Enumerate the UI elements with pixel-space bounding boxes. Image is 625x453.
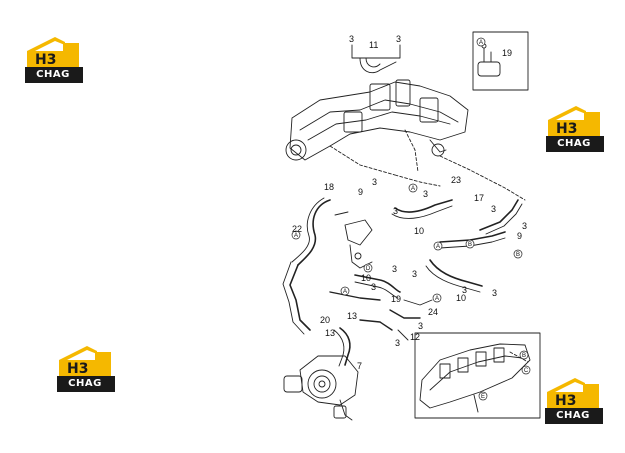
logo-mark-icon: H3 bbox=[25, 37, 83, 83]
callout-letter: A bbox=[436, 244, 440, 250]
part-label: 20 bbox=[320, 315, 330, 325]
callout-b-icon bbox=[519, 350, 529, 360]
bracket-part bbox=[344, 219, 373, 246]
brand-logo: H3 CHAG bbox=[25, 33, 85, 87]
callout-letter: A bbox=[343, 289, 347, 295]
logo-mark-text: H3 bbox=[556, 121, 577, 137]
logo-mark-icon: H3 bbox=[57, 346, 115, 392]
logo-brand-text: CHAG bbox=[557, 138, 591, 149]
part-label: 3 bbox=[418, 321, 423, 331]
logo-mark-icon: H3 bbox=[545, 378, 603, 424]
part-label: 3 bbox=[392, 264, 397, 274]
brand-logo: H3 CHAG bbox=[546, 102, 606, 156]
brand-logo: H3 CHAG bbox=[545, 374, 605, 428]
callout-e-icon bbox=[478, 391, 488, 401]
logo-brand-text: CHAG bbox=[556, 410, 590, 421]
part-label: 11 bbox=[369, 40, 378, 50]
logo-mark-text: H3 bbox=[555, 393, 576, 409]
callout-letter: B bbox=[468, 242, 472, 248]
logo-mark-text: H3 bbox=[35, 52, 56, 68]
part-label: 24 bbox=[428, 307, 438, 317]
part-label: 3 bbox=[423, 189, 428, 199]
callout-letter: D bbox=[366, 266, 371, 272]
callout-a-icon bbox=[432, 293, 442, 303]
part-label: 17 bbox=[474, 193, 484, 203]
callout-letter: C bbox=[524, 368, 529, 374]
part-label: 10 bbox=[414, 226, 424, 236]
part-label: 19 bbox=[502, 48, 512, 58]
callout-c-icon bbox=[521, 365, 531, 375]
callout-b-icon bbox=[465, 239, 475, 249]
part-label: 3 bbox=[396, 34, 401, 44]
brand-logo: H3 CHAG bbox=[57, 342, 117, 396]
inset-box-manifold bbox=[414, 332, 541, 419]
callout-a-icon bbox=[340, 286, 350, 296]
part-labels: 3 11 3 19 18 9 3 23 3 17 3 3 9 10 3 22 1… bbox=[292, 34, 527, 371]
part-label: 3 bbox=[491, 204, 496, 214]
part-label: 10 bbox=[361, 273, 371, 283]
part-label: 3 bbox=[492, 288, 497, 298]
water-pump bbox=[299, 355, 359, 406]
logo-mark-icon: H3 bbox=[546, 106, 604, 152]
part-label: 12 bbox=[410, 332, 420, 342]
part-label: 19 bbox=[391, 294, 401, 304]
callout-a-icon bbox=[408, 183, 418, 193]
part-label: 3 bbox=[393, 206, 398, 216]
part-label: 13 bbox=[347, 311, 357, 321]
logo-mark-text: H3 bbox=[67, 361, 88, 377]
callout-letter: B bbox=[516, 252, 520, 258]
callout-letter: A bbox=[479, 40, 483, 46]
part-label: 13 bbox=[325, 328, 335, 338]
logo-brand-text: CHAG bbox=[68, 378, 102, 389]
part-label: 3 bbox=[372, 177, 377, 187]
part-label: 10 bbox=[456, 293, 466, 303]
callout-letter: E bbox=[481, 394, 485, 400]
part-label: 22 bbox=[292, 224, 302, 234]
part-label: 3 bbox=[349, 34, 354, 44]
callout-letter: A bbox=[411, 186, 415, 192]
inset-box-clamp bbox=[472, 31, 529, 91]
part-label: 3 bbox=[395, 338, 400, 348]
part-label: 23 bbox=[451, 175, 461, 185]
part-label: 3 bbox=[462, 285, 467, 295]
part-label: 3 bbox=[412, 269, 417, 279]
callout-b-icon bbox=[513, 249, 523, 259]
callout-letter: A bbox=[294, 233, 298, 239]
part-label: 3 bbox=[522, 221, 527, 231]
callout-letter: A bbox=[435, 296, 439, 302]
part-label: 3 bbox=[371, 282, 376, 292]
callout-a-icon bbox=[433, 241, 443, 251]
part-label: 18 bbox=[324, 182, 334, 192]
callout-a-icon bbox=[291, 230, 301, 240]
callout-d-icon bbox=[363, 263, 373, 273]
part-label: 9 bbox=[517, 231, 522, 241]
clamp-part bbox=[477, 61, 501, 77]
callout-letter: B bbox=[522, 353, 526, 359]
part-label: 9 bbox=[358, 187, 363, 197]
logo-brand-text: CHAG bbox=[36, 69, 70, 80]
part-label: 7 bbox=[357, 361, 362, 371]
callout-a-icon bbox=[476, 37, 486, 47]
cylinder-head-assembly bbox=[289, 81, 469, 161]
